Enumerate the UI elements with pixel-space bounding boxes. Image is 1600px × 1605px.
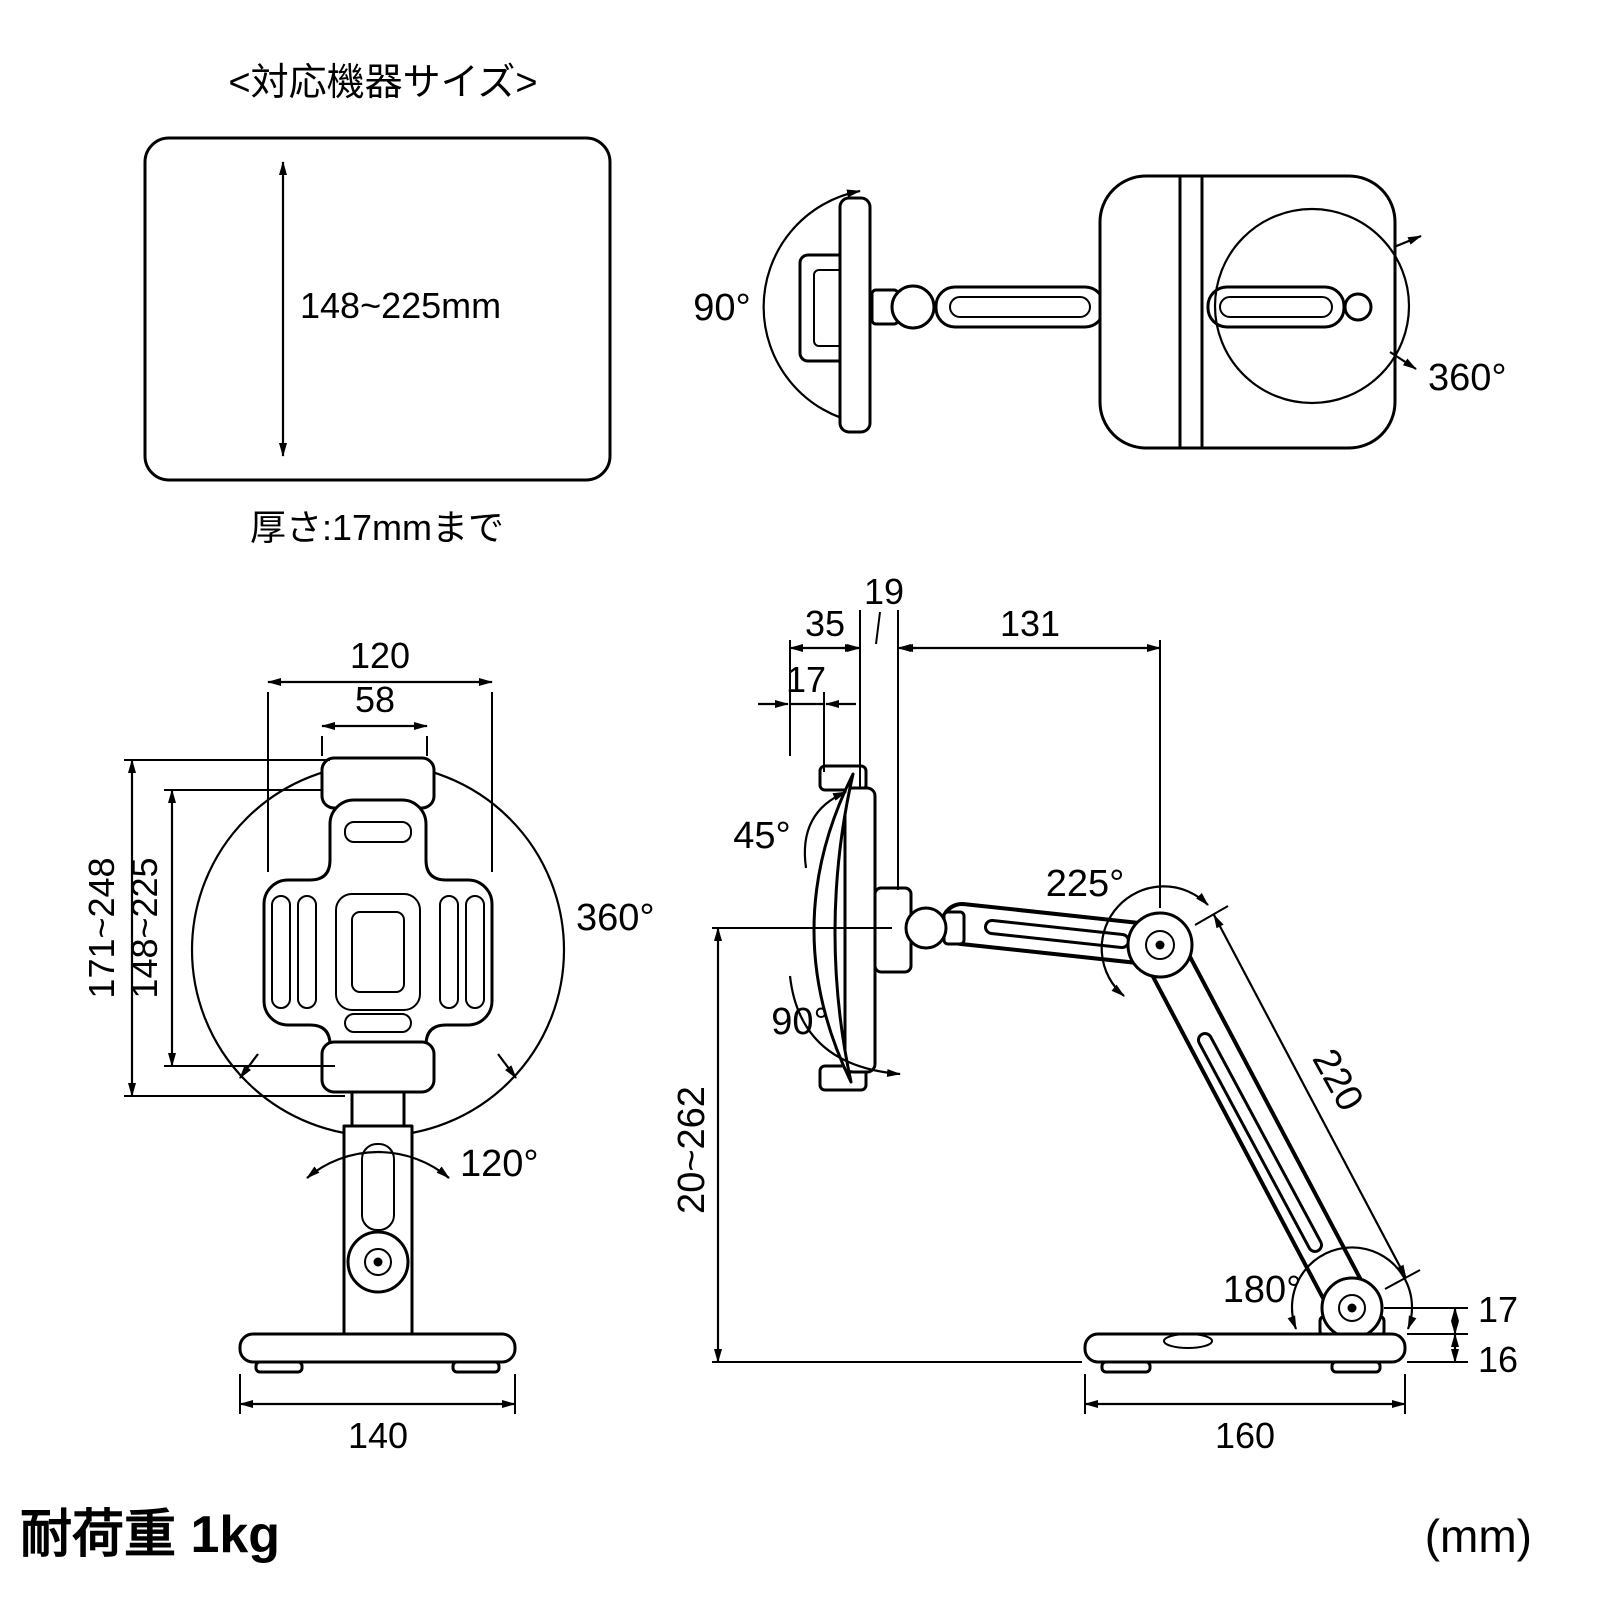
dim-220-label: 220: [1304, 1042, 1371, 1118]
side-view: 45° 90° 225° 180° 35 131 19 17 20~262: [671, 571, 1518, 1456]
dim-line-220: [1213, 914, 1407, 1279]
pole-slot: [361, 1143, 395, 1231]
upper-arm-slot-fill: [987, 922, 1127, 946]
base-foot-left: [254, 1360, 304, 1374]
base-button: [1163, 1333, 1213, 1349]
dim-20-262-label: 20~262: [671, 1086, 713, 1214]
ball-joint: [904, 906, 948, 950]
dim-19-label: 19: [864, 571, 904, 612]
base-hinge-dot: [1347, 1303, 1357, 1313]
bottom-clamp: [320, 1040, 436, 1094]
elbow-arc: [1100, 885, 1209, 997]
dim-16r-label: 16: [1478, 1339, 1518, 1380]
load-capacity-label: 耐荷重 1kg: [20, 1506, 280, 1564]
dim-17r-label: 17: [1478, 1289, 1518, 1330]
rotation-arrow-top: [1393, 234, 1422, 249]
dim-148-225-label: 148~225: [124, 857, 165, 998]
holder-center-window: [351, 911, 405, 993]
hinge-dot: [373, 1257, 383, 1267]
rotation-arrow-right: [497, 1053, 517, 1079]
holder-bar: [1206, 285, 1346, 329]
tilt-arc: [762, 189, 861, 425]
panel-title: <対応機器サイズ>: [228, 62, 537, 104]
holder-bar-slot: [1219, 296, 1333, 318]
dim-140-label: 140: [348, 1415, 408, 1456]
dim-120-label: 120: [350, 635, 410, 676]
base: [238, 1332, 517, 1364]
dim-58-label: 58: [355, 679, 395, 720]
swivel-arc: [306, 1150, 450, 1179]
swivel-angle-label: 120°: [460, 1143, 539, 1185]
tilt-down-arc: [788, 975, 901, 1077]
rear-view: 90° 360°: [693, 174, 1507, 450]
arm-slot: [949, 296, 1091, 318]
grip-slot-right-2: [465, 895, 485, 1009]
ball-joint: [890, 284, 936, 330]
arm-capsule: [934, 285, 1106, 329]
lower-arm-slot-fill: [1200, 1035, 1320, 1250]
dim-131-label: 131: [1000, 603, 1060, 644]
dim-17-label: 17: [786, 659, 826, 700]
grip-slot-left-2: [297, 895, 317, 1009]
base: [1083, 1332, 1407, 1364]
dim-19-leader: [875, 611, 881, 645]
front-view: 360° 120° 120 58 171~248: [81, 635, 655, 1456]
holder-bar-end: [1343, 292, 1373, 322]
dim-171-248-label: 171~248: [81, 857, 122, 998]
clamp-hook-top: [818, 764, 868, 792]
rotation-circle: [1213, 207, 1411, 405]
thickness-label: 厚さ:17mmまで: [250, 507, 504, 548]
rotation-angle-label: 360°: [576, 897, 655, 939]
base-foot-right: [451, 1360, 501, 1374]
hinge-inner: [364, 1248, 392, 1276]
base-foot-right: [1330, 1360, 1382, 1374]
elbow-dot: [1155, 940, 1165, 950]
height-range-label: 148~225mm: [300, 285, 501, 326]
dim-35-label: 35: [805, 603, 845, 644]
tablet-edge: [838, 196, 872, 434]
grip-slot-right-1: [439, 895, 459, 1009]
tilt-down-label: 90°: [771, 1001, 828, 1043]
rotation-angle-label: 360°: [1428, 357, 1507, 399]
base-foot-left: [1100, 1360, 1152, 1374]
tilt-up-label: 45°: [733, 815, 790, 857]
ext-220-hinge: [1384, 1269, 1421, 1290]
unit-label: (mm): [1425, 1510, 1532, 1562]
grip-slot-top: [344, 821, 412, 843]
holder-center-plate: [335, 893, 421, 1011]
grip-slot-bottom: [344, 1013, 412, 1033]
tilt-up-arc: [803, 790, 847, 869]
grip-slot-left-1: [271, 895, 291, 1009]
elbow-angle-label: 225°: [1046, 863, 1125, 905]
dim-160-label: 160: [1215, 1415, 1275, 1456]
tilt-angle-label: 90°: [693, 287, 750, 329]
footer: 耐荷重 1kg (mm): [20, 1506, 1532, 1564]
device-outline: [143, 136, 612, 482]
base-hinge-label: 180°: [1223, 1269, 1302, 1311]
holder-bracket: [843, 786, 877, 1074]
device-size-panel: <対応機器サイズ> 148~225mm 厚さ:17mmまで: [143, 62, 612, 548]
ext-220-elbow: [1194, 905, 1229, 926]
rotation-arrow-bottom: [1389, 351, 1417, 370]
